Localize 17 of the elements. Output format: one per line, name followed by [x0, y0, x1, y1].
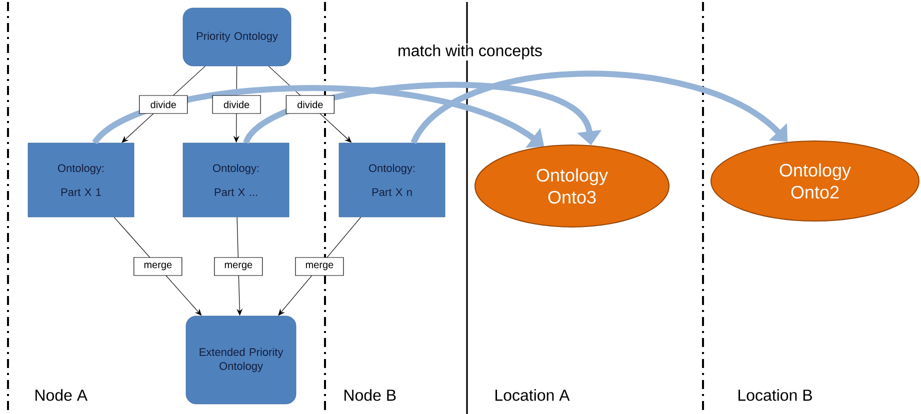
- edge-label: merge: [134, 257, 182, 276]
- ontology-part-box: Ontology: Part X n: [338, 142, 446, 218]
- label: Location A: [493, 388, 571, 402]
- ontology-part-box: Ontology: Part X 1: [28, 142, 134, 218]
- label: Node A: [33, 388, 89, 402]
- ontology-box: Extended Priority Ontology: [186, 316, 296, 404]
- ontology-part-box: Ontology: Part X ...: [182, 142, 290, 218]
- label: Node B: [342, 388, 398, 402]
- ontology-box: Priority Ontology: [182, 8, 292, 66]
- edge-label: merge: [295, 257, 344, 276]
- label: Location B: [736, 388, 814, 402]
- edge-label: divide: [286, 95, 334, 114]
- match-arrow: [410, 70, 788, 144]
- edge-label: merge: [214, 257, 263, 276]
- edge-label: divide: [139, 95, 188, 114]
- label: match with concepts: [396, 44, 544, 60]
- edge-label: divide: [212, 95, 261, 114]
